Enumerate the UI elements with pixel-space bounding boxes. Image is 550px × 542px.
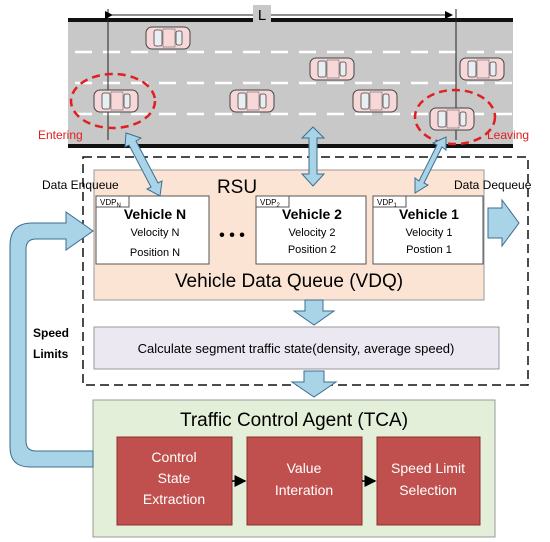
vehicles-on-road <box>93 26 505 131</box>
car-icon <box>93 89 139 113</box>
vdp-box-n: VDPN Vehicle N Velocity N Position N <box>95 195 210 265</box>
rsu-container <box>82 156 529 386</box>
vehicle-name-2: Vehicle 2 <box>282 206 342 222</box>
tca-title: Traffic Control Agent (TCA) <box>180 410 408 431</box>
vdp-tag-2: VDP2 <box>260 198 280 209</box>
calc-label: Calculate segment traffic state(density,… <box>138 341 455 356</box>
step-1-line-2: State <box>158 470 191 486</box>
center-link-arrow <box>300 126 326 187</box>
queue-ellipsis: • • • <box>219 227 245 244</box>
vdq-to-calc-arrow <box>292 299 336 326</box>
step-2-line-2: Interation <box>275 482 333 498</box>
tca-step-value-iteration: Value Interation <box>246 436 363 526</box>
vehicle-position-1: Postion 1 <box>406 244 452 256</box>
leaving-label: Leaving <box>487 128 529 142</box>
enqueue-link-arrow <box>124 132 163 197</box>
road-rsu-links <box>124 126 447 197</box>
vehicle-position-2: Position 2 <box>288 244 336 256</box>
car-icon <box>459 57 505 81</box>
vdq-label: Vehicle Data Queue (VDQ) <box>175 271 403 292</box>
step-3-line-2: Selection <box>399 482 457 498</box>
enqueue-label: Data Enqueue <box>42 178 119 192</box>
vdp-box-2: VDP2 Vehicle 2 Velocity 2 Position 2 <box>255 195 367 265</box>
vdp-tag-n: VDPN <box>100 198 121 209</box>
vehicle-velocity-2: Velocity 2 <box>288 227 335 239</box>
vehicle-name-n: Vehicle N <box>124 206 186 222</box>
vehicle-velocity-n: Velocity N <box>131 227 180 239</box>
car-icon <box>352 89 398 113</box>
vehicle-position-n: Position N <box>130 247 180 259</box>
step-2-line-1: Value <box>287 460 322 476</box>
vehicle-velocity-1: Velocity 1 <box>405 227 452 239</box>
step-1-line-3: Extraction <box>143 491 205 507</box>
tca-step-speed-limit-selection: Speed Limit Selection <box>376 436 481 526</box>
car-icon <box>429 107 475 131</box>
vdp-box-1: VDP1 Vehicle 1 Velocity 1 Postion 1 <box>372 195 484 265</box>
dequeue-arrow <box>487 198 520 248</box>
speed-limits-label-1: Speed <box>33 326 69 340</box>
vehicle-name-1: Vehicle 1 <box>399 206 459 222</box>
car-icon <box>309 57 355 81</box>
vdp-tag-1: VDP1 <box>377 198 397 209</box>
leaving-highlight <box>413 88 497 146</box>
speed-limits-label-2: Limits <box>33 347 69 361</box>
entering-highlight <box>69 72 157 130</box>
rsu-title: RSU <box>217 177 257 198</box>
dequeue-label: Data Dequeue <box>454 178 532 192</box>
car-icon <box>229 89 275 113</box>
dequeue-link-arrow <box>414 136 447 194</box>
tca-step-state-extraction: Control State Extraction <box>116 436 233 526</box>
length-label: L <box>258 7 266 24</box>
entering-label: Entering <box>38 128 83 142</box>
car-icon <box>145 26 191 50</box>
calc-box <box>93 326 500 370</box>
step-1-line-1: Control <box>151 449 196 465</box>
calc-to-tca-arrow <box>290 370 338 398</box>
step-3-line-1: Speed Limit <box>391 460 465 476</box>
speed-limits-feedback-arrow <box>9 211 94 468</box>
